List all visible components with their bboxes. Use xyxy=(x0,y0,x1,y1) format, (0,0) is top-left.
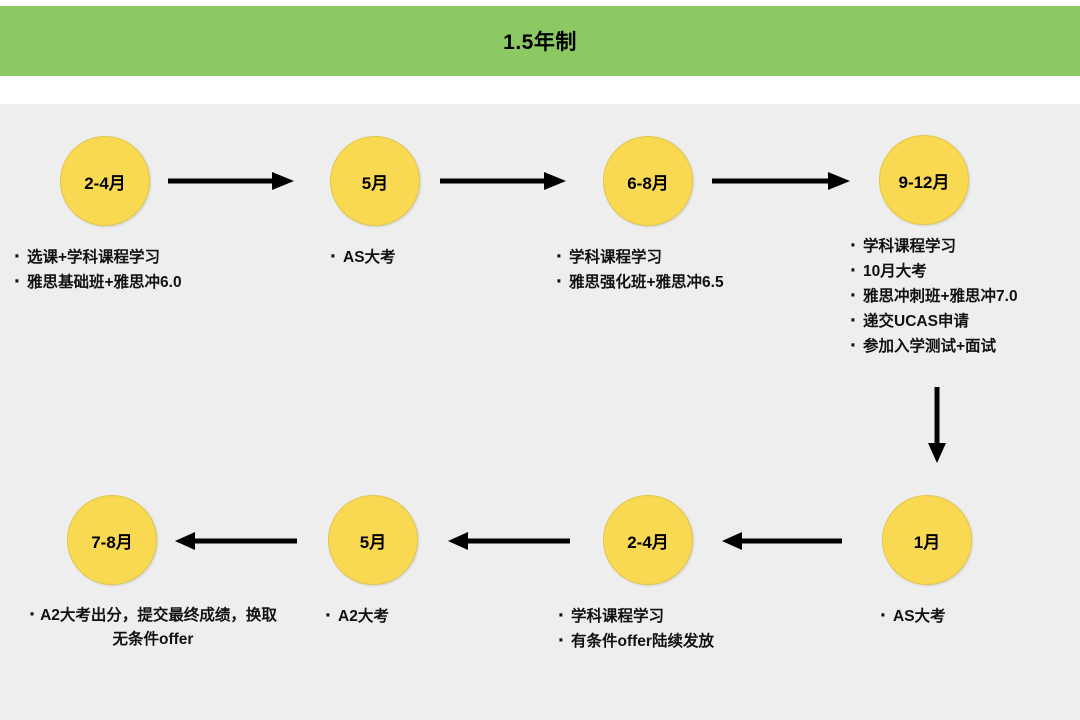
node-bullets-2-4yue-bottom: 学科课程学习 有条件offer陆续发放 xyxy=(558,604,714,654)
node-bullets-7-8yue: A2大考出分，提交最终成绩，换取无条件offer xyxy=(28,604,278,652)
node-label: 5月 xyxy=(361,173,389,193)
bullet-item: A2大考出分，提交最终成绩，换取无条件offer xyxy=(28,604,278,652)
node-bullets-5yue-bottom: A2大考 xyxy=(325,604,389,629)
bullet-item: 学科课程学习 xyxy=(558,604,714,629)
node-label: 2-4月 xyxy=(84,173,126,193)
bullet-item: 有条件offer陆续发放 xyxy=(558,629,714,654)
node-circle-5yue-bottom[interactable]: 5月 xyxy=(328,495,418,585)
bullet-item: 递交UCAS申请 xyxy=(850,309,1018,334)
node-label: 1月 xyxy=(913,532,941,552)
node-label: 5月 xyxy=(359,532,387,552)
node-circle-1yue[interactable]: 1月 xyxy=(882,495,972,585)
arrow-right-1 xyxy=(168,170,294,192)
bullet-item: A2大考 xyxy=(325,604,389,629)
node-label: 7-8月 xyxy=(91,532,133,552)
bullet-item: 雅思基础班+雅思冲6.0 xyxy=(14,270,182,295)
arrow-left-1 xyxy=(722,530,842,552)
bullet-item: 选课+学科课程学习 xyxy=(14,245,182,270)
node-circle-2-4yue-bottom[interactable]: 2-4月 xyxy=(603,495,693,585)
node-label: 9-12月 xyxy=(898,172,950,192)
arrow-left-2 xyxy=(448,530,570,552)
arrow-right-2 xyxy=(440,170,566,192)
node-bullets-9-12yue: 学科课程学习 10月大考 雅思冲刺班+雅思冲7.0 递交UCAS申请 参加入学测… xyxy=(850,234,1018,360)
arrow-right-3 xyxy=(712,170,850,192)
page-title: 1.5年制 xyxy=(503,31,577,54)
bullet-item: 参加入学测试+面试 xyxy=(850,334,1018,359)
arrow-left-3 xyxy=(175,530,297,552)
header-banner: 1.5年制 xyxy=(0,6,1080,76)
node-circle-2-4yue-top[interactable]: 2-4月 xyxy=(60,136,150,226)
node-bullets-5yue-top: AS大考 xyxy=(330,245,396,270)
bullet-item: 10月大考 xyxy=(850,259,1018,284)
bullet-item: AS大考 xyxy=(330,245,396,270)
node-bullets-1yue: AS大考 xyxy=(880,604,946,629)
node-circle-6-8yue[interactable]: 6-8月 xyxy=(603,136,693,226)
node-circle-9-12yue[interactable]: 9-12月 xyxy=(879,135,969,225)
node-label: 6-8月 xyxy=(627,173,669,193)
node-label: 2-4月 xyxy=(627,532,669,552)
node-circle-5yue-top[interactable]: 5月 xyxy=(330,136,420,226)
bullet-item: 雅思冲刺班+雅思冲7.0 xyxy=(850,284,1018,309)
node-bullets-2-4yue-top: 选课+学科课程学习 雅思基础班+雅思冲6.0 xyxy=(14,245,182,295)
bullet-item: 学科课程学习 xyxy=(556,245,724,270)
arrow-down-1 xyxy=(926,387,948,463)
bullet-item: AS大考 xyxy=(880,604,946,629)
node-bullets-6-8yue: 学科课程学习 雅思强化班+雅思冲6.5 xyxy=(556,245,724,295)
bullet-item: 学科课程学习 xyxy=(850,234,1018,259)
node-circle-7-8yue[interactable]: 7-8月 xyxy=(67,495,157,585)
bullet-item: 雅思强化班+雅思冲6.5 xyxy=(556,270,724,295)
